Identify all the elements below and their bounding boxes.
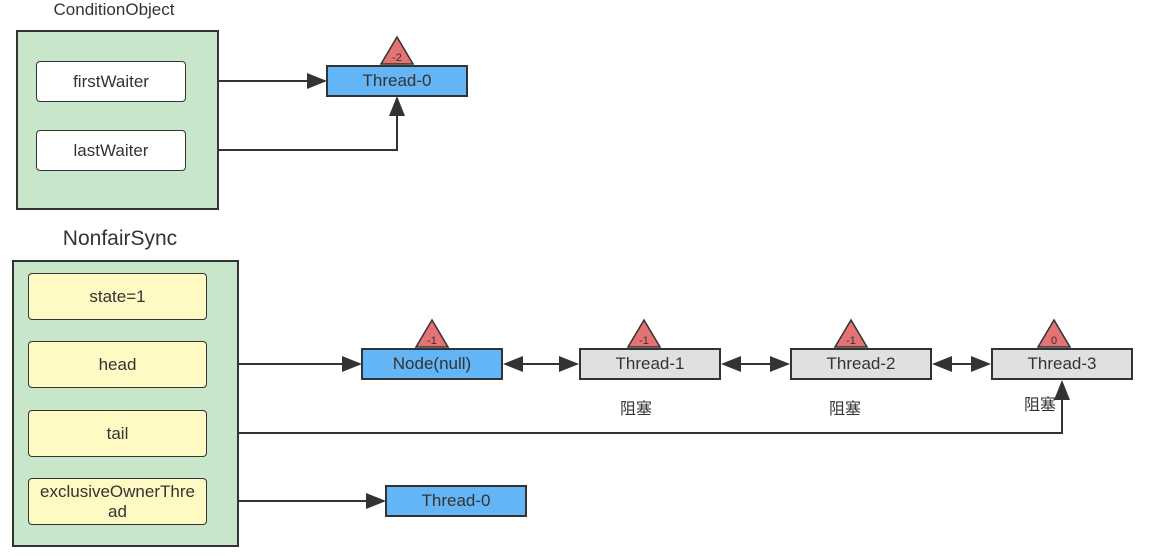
wait-status: -1 [427,335,437,347]
nonfair-sync-title: NonfairSync [62,227,178,250]
wait-status: -1 [846,335,856,347]
queue-node-head: Node(null) [361,348,503,380]
triangle-icon [414,318,450,348]
triangle-icon [626,318,662,348]
exclusive-owner-thread-field: exclusiveOwnerThread [28,478,207,525]
wait-status-triangles [379,35,1072,348]
owner-thread-0-node: Thread-0 [385,485,527,517]
state-field: state=1 [28,273,207,320]
blocked-label: 阻塞 [828,401,861,418]
tail-field: tail [28,410,207,457]
triangle-icon [1036,318,1072,348]
blocked-label: 阻塞 [1023,397,1056,414]
head-field: head [28,341,207,388]
queue-node-thread-2: Thread-2 [790,348,932,380]
last-waiter-arrow [185,96,405,151]
condition-object-title: ConditionObject [53,0,175,19]
triangle-icon [833,318,869,348]
queue-node-thread-3: Thread-3 [991,348,1133,380]
wait-status: 0 [1050,335,1058,347]
first-waiter-field: firstWaiter [36,61,186,102]
wait-status: -1 [639,335,649,347]
last-waiter-field: lastWaiter [36,130,186,171]
queue-node-thread-1: Thread-1 [579,348,721,380]
wait-status: -2 [392,52,402,64]
condition-object-container [16,30,219,210]
tail-arrow [206,380,1070,434]
triangle-icon [379,35,415,65]
blocked-label: 阻塞 [619,401,652,418]
condition-thread-0-node: Thread-0 [326,65,468,97]
